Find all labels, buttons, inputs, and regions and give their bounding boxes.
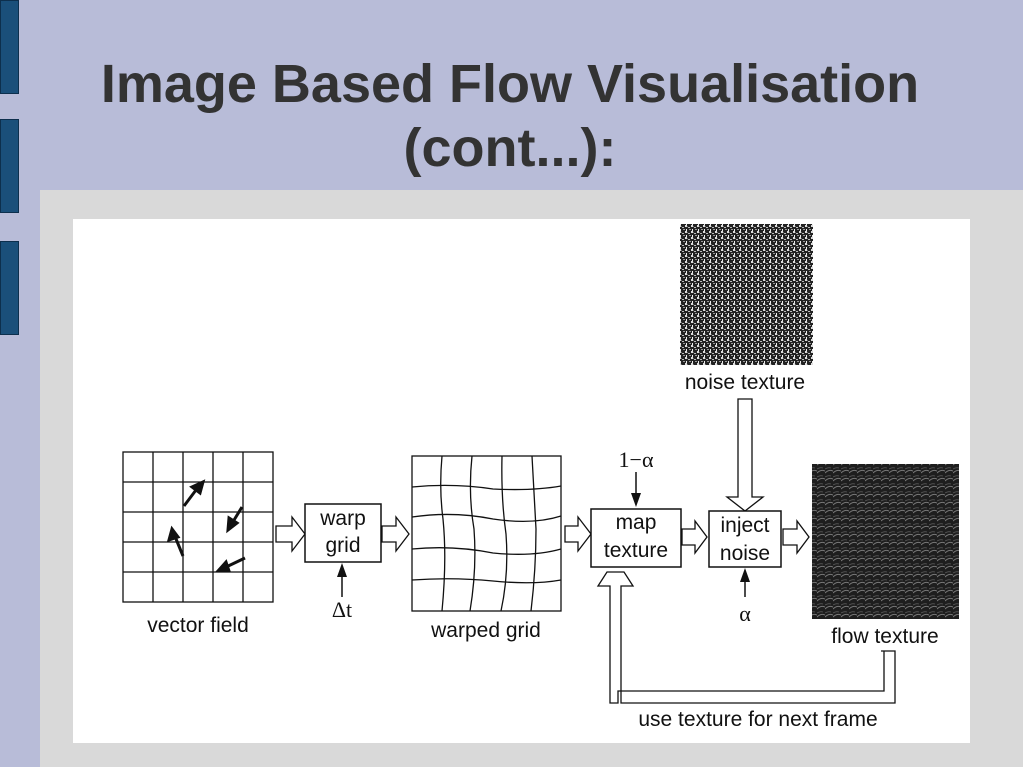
flow-diagram-figure: noise texture vector field [73,219,970,743]
flow-texture-image [812,464,959,619]
warped-grid-label: warped grid [430,619,541,642]
flow-arrow-1 [275,515,306,553]
inject-noise-box [708,510,782,568]
vector-field-label: vector field [147,614,249,637]
side-tab-2 [0,119,19,213]
flow-texture-label: flow texture [831,625,938,648]
alpha-label: α [739,601,751,626]
warped-grid [411,455,562,612]
one-minus-alpha-label: 1−α [619,447,654,472]
delta-t-label: Δt [332,597,352,622]
flow-arrow-5 [782,519,810,555]
inject-noise-label-line-2: noise [720,542,770,565]
noise-texture-label: noise texture [685,371,805,394]
inject-noise-label-line-1: inject [720,514,769,537]
vector-field-grid [122,451,274,603]
flow-arrow-4 [681,519,708,555]
flow-diagram: noise texture vector field [122,224,959,731]
side-tab-3 [0,241,19,335]
map-texture-box [590,508,682,568]
warp-grid-label-line-2: grid [325,534,360,557]
one-minus-alpha-arrowhead [631,493,641,507]
map-texture-label-line-1: map [616,511,657,534]
flow-arrow-2 [381,515,410,553]
side-tab-1 [0,0,19,94]
feedback-loop-shape [596,571,896,704]
vector-arrows [166,479,246,573]
map-texture-label-line-2: texture [604,539,668,562]
slide-title: Image Based Flow Visualisation (cont...)… [40,52,980,180]
slide-title-line-1: Image Based Flow Visualisation [100,54,920,114]
delta-t-arrowhead [337,563,347,577]
noise-down-arrow [725,398,765,512]
feedback-label: use texture for next frame [638,708,877,731]
warp-grid-box [304,503,382,563]
alpha-arrowhead [740,568,750,582]
flow-arrow-3 [564,515,592,553]
warp-grid-label-line-1: warp [319,507,366,530]
noise-texture-image [680,224,813,365]
slide-title-line-2: (cont...): [403,118,617,178]
